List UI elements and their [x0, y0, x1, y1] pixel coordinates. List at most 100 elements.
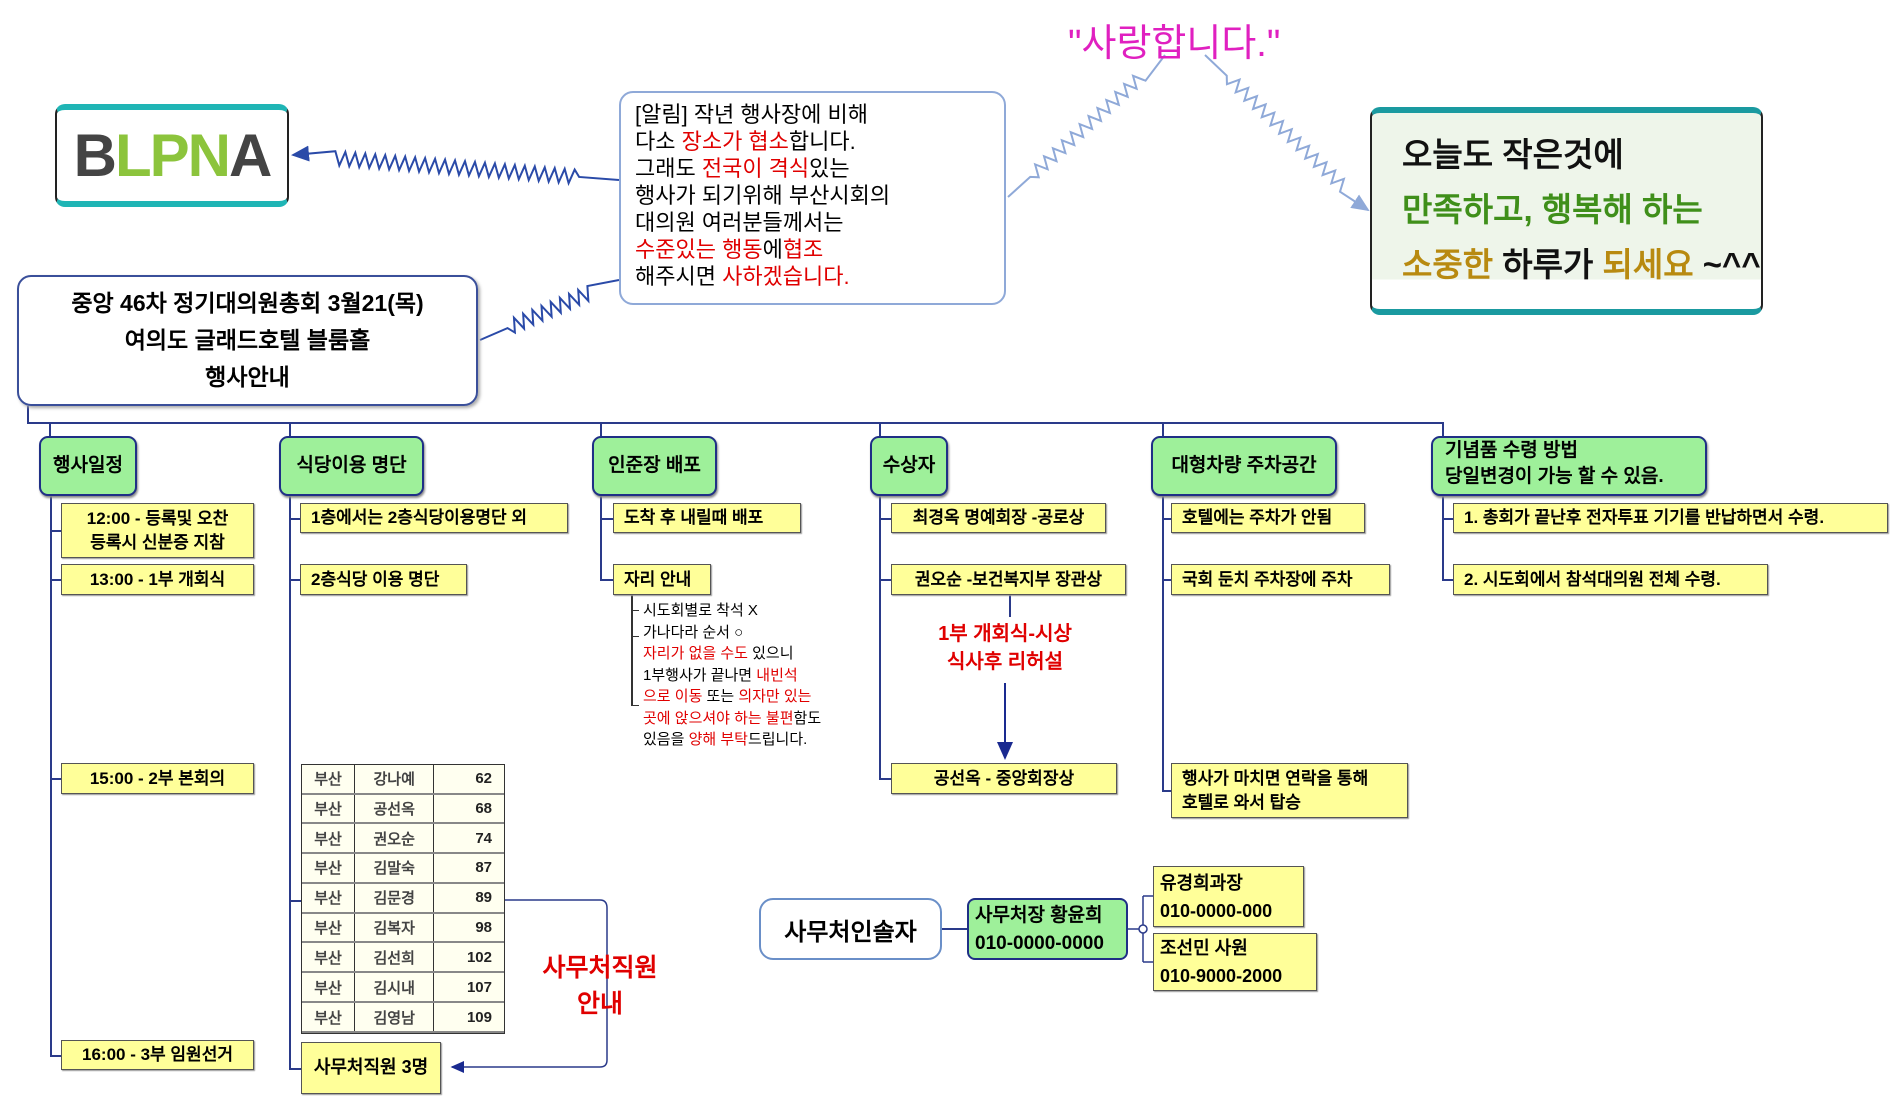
table-cell: 74: [433, 823, 504, 855]
zigzag-notice-to-logo: [291, 145, 620, 187]
text-segment: 있음을: [643, 731, 689, 748]
award-item-3[interactable]: 공선옥 - 중앙회장상: [891, 763, 1117, 794]
table-cell: 김말숙: [354, 853, 435, 884]
branch-parking[interactable]: 대형차량 주차공간: [1151, 436, 1337, 496]
text-segment: 또는: [702, 688, 739, 705]
badge-item-arrival[interactable]: 도착 후 내릴때 배포: [613, 503, 801, 533]
text-line: 있음을 양해 부탁드립니다.: [643, 729, 821, 751]
dining-item-staff[interactable]: 사무처직원 3명: [301, 1042, 441, 1094]
text-segment: 내빈석: [756, 666, 798, 684]
text-segment: 자리가 없을 수도: [643, 645, 748, 662]
award-item-2[interactable]: 권오순 -보건복지부 장관상: [891, 564, 1126, 595]
title-line-1: 중앙 46차 정기대의원총회 3월21(목): [71, 290, 424, 316]
parking-item-3[interactable]: 행사가 마치면 연락을 통해 호텔로 와서 탑승: [1171, 763, 1408, 818]
stub: [1442, 579, 1453, 581]
schedule-item-registration[interactable]: 12:00 - 등록및 오찬 등록시 신분증 지참: [61, 503, 254, 558]
staff-chief-box[interactable]: 사무처장 황윤희 010-0000-0000: [967, 898, 1128, 960]
text-segment: 만족하고, 행복해 하는: [1402, 191, 1703, 228]
table-cell: 권오순: [354, 823, 435, 855]
text-segment: 에: [762, 237, 783, 262]
stub: [289, 1068, 301, 1070]
staff-leader-box[interactable]: 사무처인솔자: [759, 898, 942, 960]
staff-bracket-arrow: [450, 899, 608, 1073]
stub: [631, 636, 639, 637]
table-cell: 부산: [302, 853, 356, 884]
stub: [289, 900, 301, 902]
member-name: 유경희과장: [1160, 872, 1243, 893]
award-item-1[interactable]: 최경옥 명예회장 -공로상: [891, 503, 1106, 533]
schedule-item-part2[interactable]: 15:00 - 2부 본회의: [61, 763, 254, 794]
text-segment: 전국이 격식: [701, 156, 810, 181]
stub: [879, 518, 891, 520]
text-segment: 있는: [809, 156, 850, 181]
text-segment: 시도회별로 착석 X: [643, 602, 758, 619]
stub: [50, 778, 61, 780]
schedule-item-part1[interactable]: 13:00 - 1부 개회식: [61, 564, 254, 595]
parking-item-text: 호텔로 와서 탑승: [1182, 792, 1301, 812]
love-text: "사랑합니다.": [1068, 23, 1281, 65]
text-segment: 곳에 앉으셔야 하는 불편: [643, 709, 794, 727]
parking-item-1[interactable]: 호텔에는 주차가 안됨: [1171, 503, 1365, 533]
dining-item-floor2[interactable]: 2층식당 이용 명단: [300, 564, 467, 595]
branch-schedule[interactable]: 행사일정: [39, 436, 137, 496]
badge-line: [600, 496, 602, 580]
title-line-3: 행사안내: [205, 364, 290, 390]
staff-member-2[interactable]: 조선민 사원 010-9000-2000: [1153, 933, 1317, 991]
text-segment: 그래도: [635, 156, 702, 181]
table-cell: 부산: [302, 972, 356, 1004]
table-cell: 부산: [302, 823, 356, 855]
text-line: 1부행사가 끝나면 내빈석: [643, 665, 821, 687]
schedule-item-part3[interactable]: 16:00 - 3부 임원선거: [61, 1040, 254, 1070]
table-cell: 107: [433, 972, 504, 1004]
gift-line: [1442, 496, 1444, 580]
text-segment: 양해 부탁: [688, 731, 748, 748]
staff-note-line: 사무처직원: [542, 954, 658, 982]
text-segment: 행사가 되기위해 부산시회의: [635, 183, 891, 208]
branch-awards[interactable]: 수상자: [870, 436, 948, 496]
branch-badge[interactable]: 인준장 배포: [592, 436, 717, 496]
dining-item-floor1[interactable]: 1층에서는 2층식당이용명단 외: [300, 503, 568, 533]
bus-line: [27, 422, 1443, 424]
text-segment: 의자만 있는: [738, 688, 812, 705]
staff-guide-note: 사무처직원 안내: [530, 950, 670, 1022]
text-line: 수준있는 행동에협조: [635, 236, 990, 263]
stub: [631, 610, 639, 611]
table-cell: 102: [433, 942, 504, 974]
awards-note-line: 식사후 리허설: [947, 651, 1063, 673]
branch-stub: [289, 422, 291, 436]
text-segment: 협조: [782, 237, 824, 262]
text-segment: 수준있는 행동: [635, 237, 763, 262]
text-line: [알림] 작년 행사장에 비해: [635, 101, 990, 128]
stub: [1442, 518, 1453, 520]
stub: [631, 705, 639, 706]
branch-gift[interactable]: 기념품 수령 방법 당일변경이 가능 할 수 있음.: [1431, 436, 1707, 496]
schedule-line: [50, 496, 52, 1056]
staff-member-1[interactable]: 유경희과장 010-0000-000: [1153, 866, 1304, 927]
text-segment: [알림] 작년 행사장에 비해: [635, 102, 868, 127]
member-phone: 010-0000-000: [1160, 900, 1273, 921]
branch-stub: [1162, 422, 1164, 436]
member-name: 조선민 사원: [1160, 938, 1248, 958]
gift-item-1[interactable]: 1. 총회가 끝난후 전자투표 기기를 반납하면서 수령.: [1453, 503, 1888, 533]
table-cell: 부산: [302, 765, 356, 795]
parking-item-2[interactable]: 국회 둔치 주차장에 주차: [1171, 564, 1390, 595]
parking-line: [1162, 496, 1164, 791]
awards-line: [879, 496, 881, 779]
text-line: 대의원 여러분들께서는: [635, 209, 990, 236]
text-segment: 하루가: [1493, 246, 1603, 283]
branch-dining[interactable]: 식당이용 명단: [279, 436, 424, 496]
text-segment: 1부행사가 끝나면: [643, 666, 757, 684]
gift-item-2[interactable]: 2. 시도회에서 참석대의원 전체 수령.: [1453, 564, 1768, 595]
chief-phone: 010-0000-0000: [975, 933, 1104, 954]
text-segment: 장소가 협소: [681, 129, 789, 154]
table-cell: 김선희: [354, 942, 435, 974]
badge-item-seating[interactable]: 자리 안내: [613, 564, 711, 595]
logo-b: B: [73, 122, 117, 189]
